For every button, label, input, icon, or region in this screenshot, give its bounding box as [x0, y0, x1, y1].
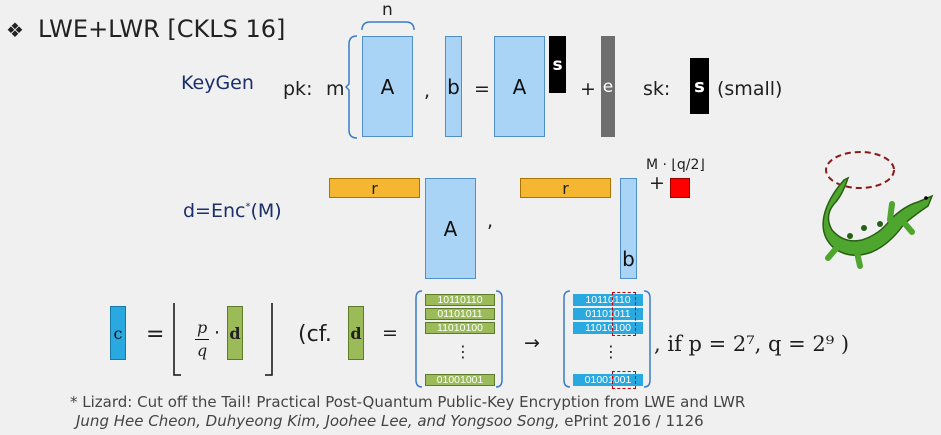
fraction-p: p	[197, 318, 208, 337]
bit-row-left-2: 01101011	[425, 308, 495, 320]
enc-vector-b: b	[620, 178, 637, 279]
bit-text: 10110110	[437, 294, 483, 306]
bit-text: 11010100	[585, 322, 631, 334]
cf-equals: =	[382, 322, 398, 344]
keygen-vector-b: b	[445, 36, 462, 137]
footnote-eprint: ePrint 2016 / 1126	[559, 412, 704, 430]
keygen-comma: ,	[424, 80, 431, 102]
page-title: LWE+LWR [CKLS 16]	[38, 15, 286, 43]
r1-label: r	[371, 178, 378, 198]
error-e-label: e	[602, 76, 614, 97]
m-brace	[345, 35, 358, 139]
bit-text: 01001001	[436, 374, 484, 386]
vector-b-label: b	[447, 74, 460, 99]
bit-text: 01001001	[584, 374, 632, 386]
enc-comma: ,	[487, 210, 494, 232]
enc-arg: (M)	[250, 200, 282, 222]
keygen-error-e: e	[601, 36, 615, 137]
matrix-A2-label: A	[512, 74, 527, 99]
matrix-A-label: A	[380, 74, 395, 99]
bit-row-right-3: 11010100	[573, 322, 643, 334]
enc-matrix-A: A	[425, 178, 476, 279]
bit-matrix-right-bracket	[563, 290, 571, 388]
cf-label: (cf.	[298, 322, 332, 347]
arrow: →	[524, 332, 540, 354]
m-label: m	[326, 78, 345, 100]
enc-label: d=Enc*(M)	[183, 200, 282, 222]
bit-text: 11010100	[437, 322, 483, 334]
keygen-equals: =	[474, 78, 490, 100]
bit-row-right-1: 10110110	[573, 294, 643, 306]
enc-label-text: d=Enc	[183, 200, 246, 222]
footnote-line2: Jung Hee Cheon, Duhyeong Kim, Joohee Lee…	[76, 412, 704, 430]
floor-bracket-right	[265, 303, 273, 376]
ciphertext-c: c	[110, 306, 126, 360]
bit-row-right-2: 01101011	[573, 308, 643, 320]
keygen-plus: +	[580, 78, 596, 100]
enc-b-label: b	[622, 246, 635, 271]
footnote-line1: * Lizard: Cut off the Tail! Practical Po…	[70, 393, 746, 411]
enc-star: *	[245, 201, 251, 213]
bit-matrix-right-bracket-r	[643, 290, 651, 388]
vdots-right: ⋮	[603, 342, 619, 361]
cut-bits-box-bottom	[612, 371, 636, 389]
bit-text: 01101011	[437, 308, 483, 320]
enc-plus: +	[649, 172, 665, 194]
bit-text: 10110110	[585, 294, 631, 306]
keygen-matrix-A: A	[362, 36, 413, 137]
cf-d: d	[348, 306, 364, 360]
pk-label: pk:	[283, 78, 313, 100]
n-brace	[361, 21, 415, 31]
formula-d: d	[227, 306, 243, 360]
fraction-q: q	[197, 341, 208, 360]
bit-row-right-4: 01001001	[573, 374, 643, 386]
sk-s-label: s	[694, 75, 705, 97]
n-label: n	[382, 0, 393, 20]
fraction-bar	[195, 339, 209, 340]
bit-text: 01101011	[585, 308, 631, 320]
secret-s-label: s	[552, 54, 563, 75]
sk-secret-s: s	[690, 58, 709, 114]
c-label: c	[113, 323, 123, 343]
condition-text: , if p = 2⁷, q = 2⁹ )	[654, 332, 850, 356]
keygen-secret-s: s	[549, 36, 566, 93]
title-bullet: ❖	[6, 18, 24, 42]
cf-d-label: d	[350, 323, 362, 343]
keygen-label: KeyGen	[181, 72, 254, 94]
small-label: (small)	[717, 78, 783, 100]
sk-label: sk:	[643, 78, 671, 100]
enc-vector-r1: r	[329, 178, 420, 198]
d-label: d	[229, 323, 241, 343]
cut-bits-box-top	[612, 292, 636, 336]
vdots-left: ⋮	[455, 342, 471, 361]
enc-red-box	[670, 178, 690, 198]
bit-matrix-left-bracket-r	[495, 290, 503, 388]
bit-row-left-1: 10110110	[425, 294, 495, 306]
bit-matrix-left-bracket	[415, 290, 423, 388]
bit-row-left-3: 11010100	[425, 322, 495, 334]
footnote-authors: Jung Hee Cheon, Duhyeong Kim, Joohee Lee…	[76, 412, 560, 430]
r2-label: r	[562, 178, 569, 198]
enc-A-label: A	[443, 216, 458, 241]
formula-equals: =	[146, 322, 165, 347]
formula-dot: ·	[214, 322, 221, 344]
keygen-matrix-A2: A	[494, 36, 545, 137]
enc-vector-r2: r	[520, 178, 611, 198]
enc-mq-label: M · ⌊q/2⌋	[646, 157, 705, 173]
floor-bracket-left	[173, 303, 181, 376]
lizard-icon	[822, 151, 934, 269]
bit-row-left-4: 01001001	[425, 374, 495, 386]
